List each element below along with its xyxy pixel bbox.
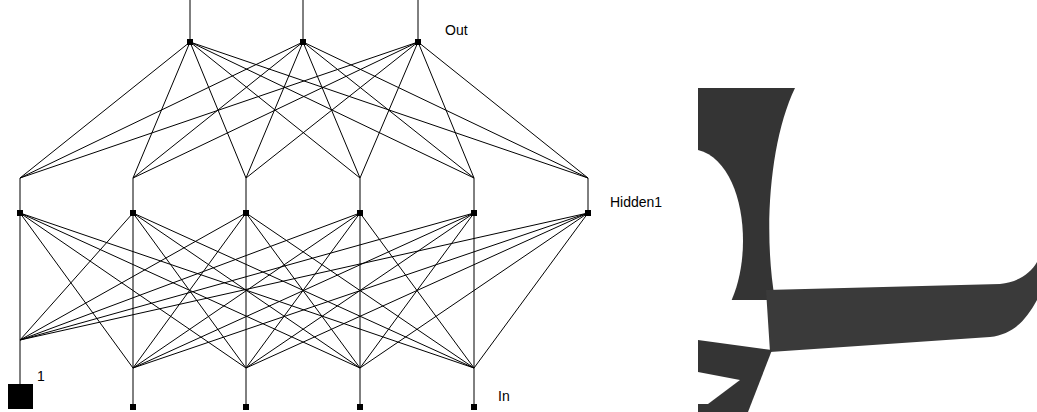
- output-weights: [20, 42, 588, 178]
- weights: [20, 0, 588, 408]
- hidden-unit: [357, 210, 363, 216]
- output-unit: [415, 39, 421, 45]
- layer-label: In: [498, 388, 510, 404]
- bias-unit: 1: [5, 366, 47, 409]
- hidden-unit: [471, 210, 477, 216]
- region-corner: [698, 340, 772, 412]
- hidden-unit: [17, 210, 23, 216]
- hidden-unit: [130, 210, 136, 216]
- layer-label: Hidden1: [610, 194, 662, 210]
- input-unit: [471, 404, 477, 410]
- input-unit: [357, 404, 363, 410]
- bias-square: [8, 384, 33, 409]
- units: [17, 39, 591, 410]
- input-unit: [243, 404, 249, 410]
- hidden-unit: [243, 210, 249, 216]
- decision-region: [698, 88, 1037, 412]
- region-notch: [698, 372, 740, 404]
- input-unit: [130, 404, 136, 410]
- hidden-unit: [585, 210, 591, 216]
- hidden-weights: [20, 213, 588, 368]
- layer-label: Out: [445, 22, 468, 38]
- region-gap: [698, 150, 743, 335]
- output-unit: [300, 39, 306, 45]
- output-unit: [187, 39, 193, 45]
- region-bar: [766, 262, 1037, 352]
- bias-label: 1: [37, 368, 45, 384]
- unit-leads: [20, 0, 588, 408]
